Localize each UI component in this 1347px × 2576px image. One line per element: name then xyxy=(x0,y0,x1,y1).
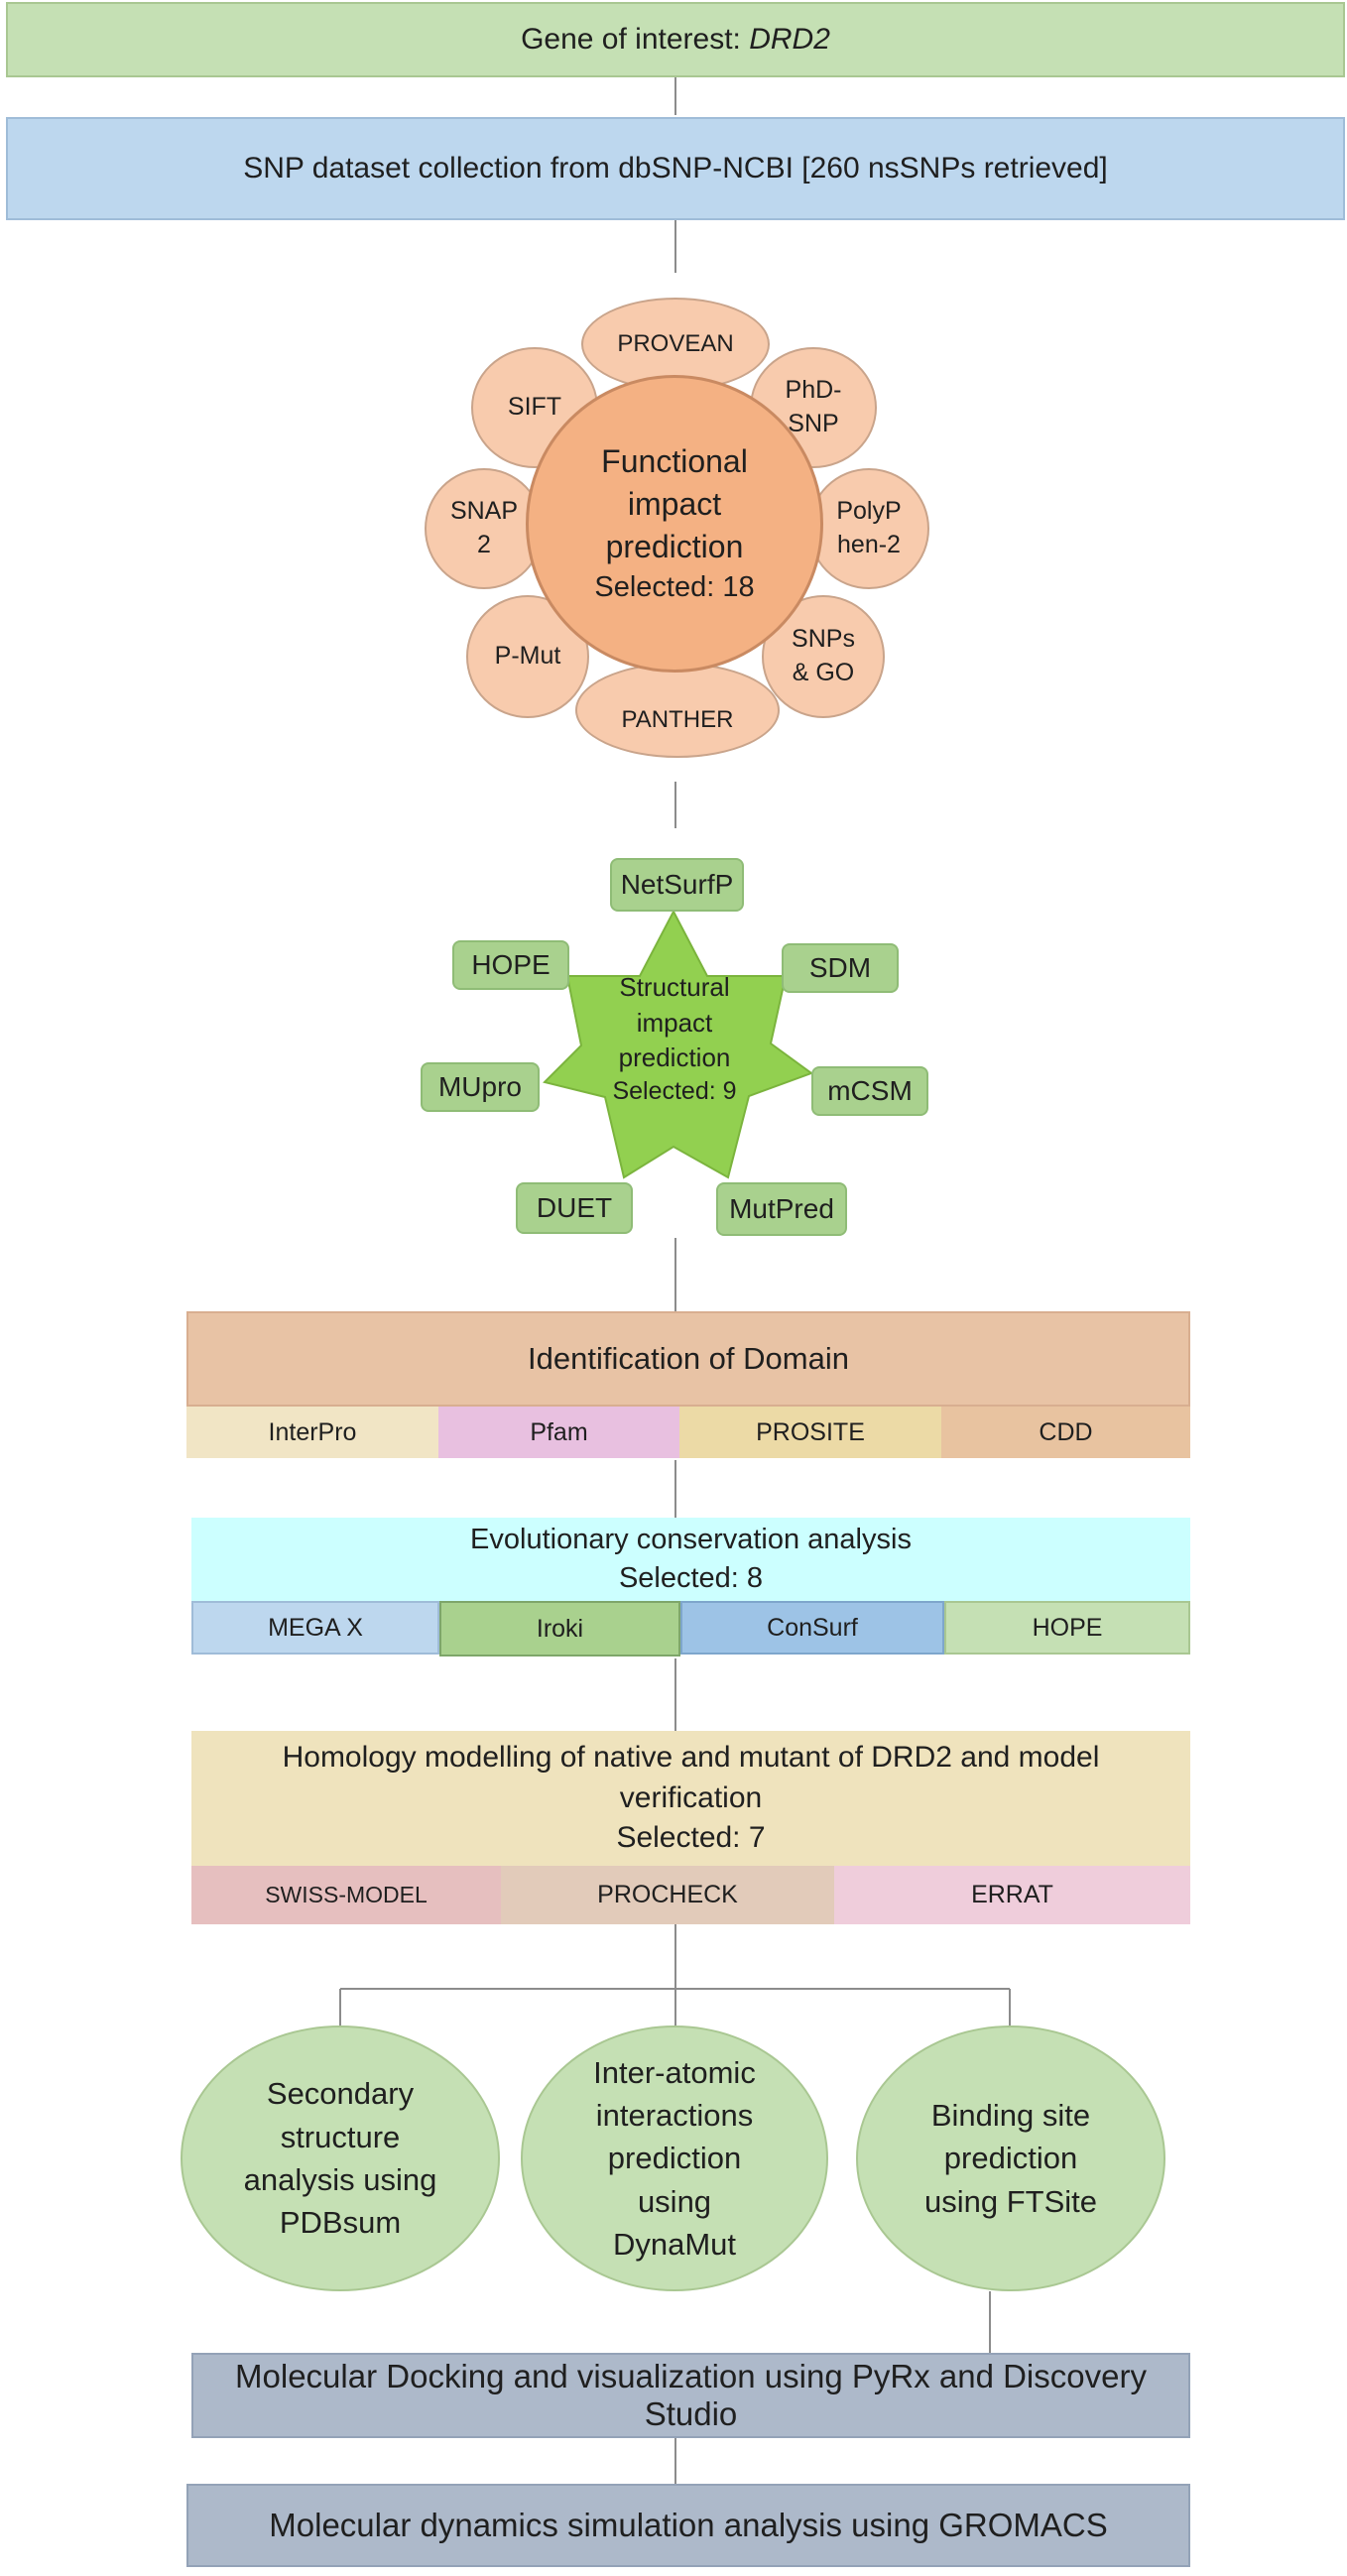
analyses-interatomic-2-text: prediction xyxy=(607,2141,742,2176)
evolution-tools-1-text: Iroki xyxy=(536,1614,584,1643)
analyses-interatomic-4-text: DynaMut xyxy=(612,2227,737,2263)
evolution-cell-iroki: Iroki xyxy=(439,1601,680,1656)
functional-tools-polyphen2-1-text: hen-2 xyxy=(837,531,901,558)
docking-box: Molecular Docking and visualization usin… xyxy=(191,2353,1190,2438)
mupro-tag: MUpro xyxy=(421,1062,540,1112)
analyses-binding-0-text: Binding site xyxy=(930,2097,1091,2133)
evolution-title: Evolutionary conservation analysis xyxy=(470,1523,912,1555)
functional-tools-snap2-1-text: 2 xyxy=(477,531,491,558)
domain-tools-3-text: CDD xyxy=(1039,1417,1093,1446)
structural-impact-center: Structural impact prediction Selected: 9 xyxy=(570,960,779,1119)
binding-site-oval: Binding site prediction using FTSite xyxy=(856,2025,1165,2291)
structural-tools-netsurfp-text: NetSurfP xyxy=(620,869,734,900)
structural-title-1: Structural xyxy=(619,972,730,1003)
structural-selected: Selected: 9 xyxy=(612,1076,737,1105)
analyses-interatomic-3-text: using xyxy=(637,2183,712,2219)
functional-tools-phd-snp-0-text: PhD- xyxy=(785,376,842,405)
domain-tools-2-text: PROSITE xyxy=(756,1417,865,1446)
structural-title-3: prediction xyxy=(618,1042,731,1072)
homology-title-1: Homology modelling of native and mutant … xyxy=(282,1741,1100,1775)
domain-header: Identification of Domain xyxy=(186,1311,1190,1407)
domain-cell-cdd: CDD xyxy=(941,1407,1190,1458)
gene-of-interest-box: Gene of interest: DRD2 xyxy=(6,2,1345,77)
structural-tools-sdm-text: SDM xyxy=(808,952,872,983)
functional-tools-phd-snp-1-text: SNP xyxy=(788,410,839,437)
hope-tag: HOPE xyxy=(452,940,569,990)
homology-cell-swiss-model: SWISS-MODEL xyxy=(191,1866,501,1924)
analyses-binding-2-text: using FTSite xyxy=(923,2183,1097,2219)
homology-tools-1-text: PROCHECK xyxy=(597,1881,738,1908)
evolution-cell-mega-x: MEGA X xyxy=(191,1601,439,1655)
evolution-cell-consurf: ConSurf xyxy=(680,1601,944,1655)
functional-title-3: prediction xyxy=(605,529,744,565)
snp-collection-box: SNP dataset collection from dbSNP-NCBI [… xyxy=(6,117,1345,220)
mcsm-tag: mCSM xyxy=(811,1066,928,1116)
analyses-binding-1-text: prediction xyxy=(943,2141,1078,2176)
structural-tools-mupro-text: MUpro xyxy=(437,1071,522,1102)
evolution-tools-2-text: ConSurf xyxy=(767,1613,858,1642)
homology-selected: Selected: 7 xyxy=(616,1821,766,1855)
functional-title-2: impact xyxy=(627,485,722,522)
functional-tools-polyphen2-0-text: PolyP xyxy=(836,497,902,526)
analyses-secondary-3-text: PDBsum xyxy=(279,2205,402,2241)
analyses-secondary-2-text: analysis using xyxy=(243,2162,437,2197)
analyses-interatomic-0-text: Inter-atomic xyxy=(593,2054,756,2090)
domain-cell-prosite: PROSITE xyxy=(679,1407,941,1458)
functional-tools-panther-text: PANTHER xyxy=(621,705,734,733)
homology-cell-procheck: PROCHECK xyxy=(501,1866,834,1924)
structural-tools-mcsm-text: mCSM xyxy=(827,1075,913,1106)
sdm-tag: SDM xyxy=(782,943,899,993)
gene-name: DRD2 xyxy=(749,23,830,56)
analyses-secondary-1-text: structure xyxy=(280,2119,401,2154)
structural-title-2: impact xyxy=(636,1007,713,1038)
structural-tools-hope-text: HOPE xyxy=(471,949,551,980)
functional-tools-snps-go-0-text: SNPs xyxy=(792,625,855,654)
homology-header: Homology modelling of native and mutant … xyxy=(191,1731,1190,1866)
functional-impact-center: Functional impact prediction Selected: 1… xyxy=(526,375,823,673)
netsurfp-tag: NetSurfP xyxy=(610,858,744,912)
panther-petal: PANTHER xyxy=(575,663,780,758)
duet-tag: DUET xyxy=(516,1182,633,1234)
mutpred-tag: MutPred xyxy=(716,1182,847,1236)
domain-tools-0-text: InterPro xyxy=(268,1417,357,1446)
interatomic-interactions-oval: Inter-atomic interactions prediction usi… xyxy=(521,2025,828,2291)
analyses-secondary-0-text: Secondary xyxy=(266,2076,415,2112)
evolution-cell-hope: HOPE xyxy=(944,1601,1190,1655)
homology-cell-errat: ERRAT xyxy=(834,1866,1190,1924)
structural-tools-duet-text: DUET xyxy=(536,1192,613,1223)
functional-tools-pmut-text: P-Mut xyxy=(494,642,561,671)
docking-text: Molecular Docking and visualization usin… xyxy=(235,2358,1147,2432)
structural-tools-mutpred-text: MutPred xyxy=(729,1193,834,1224)
polyphen2-petal: PolyP hen-2 xyxy=(808,468,929,589)
domain-title: Identification of Domain xyxy=(528,1340,849,1376)
secondary-structure-oval: Secondary structure analysis using PDBsu… xyxy=(181,2025,500,2291)
functional-title-1: Functional xyxy=(601,442,748,479)
functional-tools-snps-go-1-text: & GO xyxy=(792,659,855,686)
functional-tools-snap2-0-text: SNAP xyxy=(449,497,519,526)
snap2-petal: SNAP 2 xyxy=(425,468,544,589)
functional-selected: Selected: 18 xyxy=(594,571,755,604)
domain-cell-pfam: Pfam xyxy=(438,1407,679,1458)
dynamics-box: Molecular dynamics simulation analysis u… xyxy=(186,2484,1190,2567)
domain-tools-1-text: Pfam xyxy=(530,1417,588,1446)
structural-star xyxy=(543,909,814,1179)
evolution-tools-3-text: HOPE xyxy=(1032,1613,1103,1642)
evolution-header: Evolutionary conservation analysis Selec… xyxy=(191,1518,1190,1601)
snp-collection-text: SNP dataset collection from dbSNP-NCBI [… xyxy=(243,152,1108,184)
evolution-tools-0-text: MEGA X xyxy=(268,1613,363,1642)
homology-title-2: verification xyxy=(619,1780,763,1814)
dynamics-text: Molecular dynamics simulation analysis u… xyxy=(269,2507,1108,2543)
evolution-selected: Selected: 8 xyxy=(618,1562,764,1594)
gene-label: Gene of interest: xyxy=(521,23,750,56)
analyses-interatomic-1-text: interactions xyxy=(595,2097,754,2133)
homology-tools-2-text: ERRAT xyxy=(971,1881,1053,1908)
functional-tools-provean-text: PROVEAN xyxy=(617,329,734,357)
homology-tools-0-text: SWISS-MODEL xyxy=(265,1882,428,1907)
functional-tools-sift-text: SIFT xyxy=(507,393,562,422)
domain-cell-interpro: InterPro xyxy=(186,1407,438,1458)
